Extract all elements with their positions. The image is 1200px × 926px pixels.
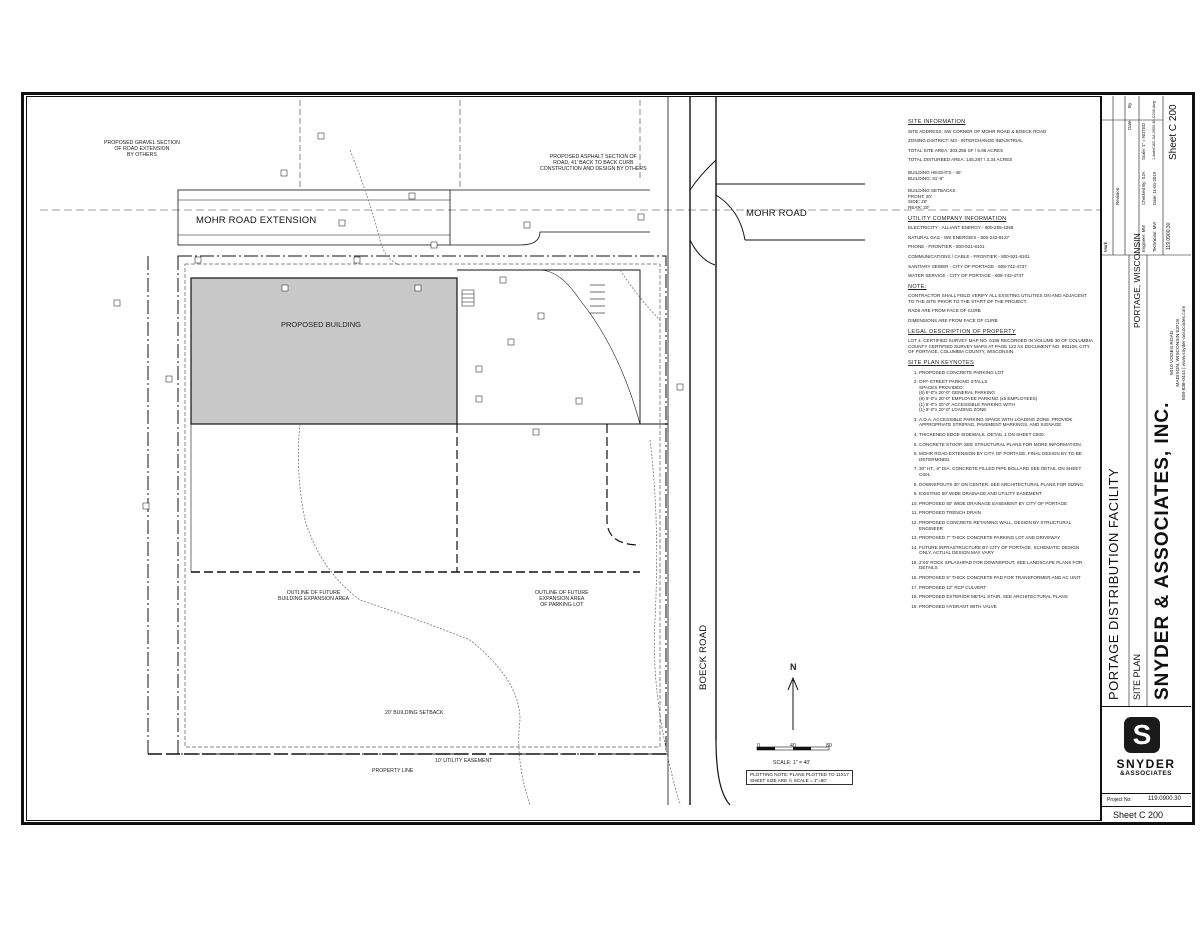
keynote: PROPOSED EXTERIOR METAL STAIR, SEE ARCHI… <box>919 594 1093 600</box>
utility-4: SANITARY SEWER - CITY OF PORTAGE - 608-7… <box>908 263 1027 269</box>
building-setbacks: BUILDING SETBACKS FRONT: 20' SIDE: 20' R… <box>908 188 956 210</box>
scale-tick-0: 0 <box>757 743 760 749</box>
utility-3: COMMUNICATIONS / CABLE - FRONTIER - 800-… <box>908 253 1030 259</box>
revision-by-header: By <box>1127 102 1132 108</box>
plan-border <box>26 96 1101 821</box>
north-arrow <box>787 676 799 730</box>
proposed-building <box>190 277 458 425</box>
keynote: OFF-STREET PARKING STALLS SPACES PROVIDE… <box>919 379 1093 413</box>
keynote: PROPOSED CONCRETE PARKING LOT <box>919 370 1093 376</box>
checked-by: Checked By: SJA <box>1141 171 1146 205</box>
site-info-1: ZONING DISTRICT: M3 - INTERCHANGE INDUST… <box>908 138 1023 144</box>
keynote: CONCRETE STOOP. SEE STRUCTURAL PLANS FOR… <box>919 442 1093 448</box>
keynote: PROPOSED CONCRETE RETAINING WALL, DESIGN… <box>919 520 1093 531</box>
keynote: MOHR ROAD EXTENSION BY CITY OF PORTAGE. … <box>919 451 1093 462</box>
notes-column: SITE INFORMATION SITE ADDRESS: SW CORNER… <box>908 114 1093 613</box>
firm-name: SNYDER & ASSOCIATES, INC. <box>1152 401 1173 700</box>
gravel-section-note: PROPOSED GRAVEL SECTION OF ROAD EXTENSIO… <box>104 140 180 159</box>
site-info-title: SITE INFORMATION <box>908 119 966 125</box>
keynote: A.D.A. ACCESSIBLE PARKING SPACE WITH LOA… <box>919 417 1093 428</box>
project-number-label: Project No: <box>1107 797 1132 803</box>
utility-0: ELECTRICITY - ALLIANT ENERGY - 800-255-4… <box>908 225 1014 231</box>
drawing-title: SITE PLAN <box>1132 653 1142 700</box>
keynote: PROPOSED TRENCH DRAIN <box>919 510 1093 516</box>
scale-tick-40: 40 <box>790 743 796 749</box>
north-label: N <box>790 662 797 672</box>
logo-subtitle: &ASSOCIATES <box>1120 770 1172 777</box>
revision-mark-header: Mark <box>1103 242 1108 252</box>
mohr-road-label: MOHR ROAD <box>746 208 807 219</box>
keynote: FUTURE INFRASTRUCTURE BY CITY OF PORTAGE… <box>919 545 1093 556</box>
property-line-note: PROPERTY LINE <box>372 768 414 774</box>
title-block <box>1101 96 1191 821</box>
boeck-road-label: BOECK ROAD <box>698 624 709 690</box>
mohr-road-extension-label: MOHR ROAD EXTENSION <box>196 215 317 226</box>
keynote: THICKENED EDGE SIDEWALK. DETAIL 1 ON SHE… <box>919 432 1093 438</box>
logo-area <box>1101 706 1191 794</box>
note-0: CONTRACTOR SHALL FIELD VERIFY ALL EXISTI… <box>908 293 1087 304</box>
technician: Technician: MW <box>1152 221 1157 252</box>
revision-date-header: Date <box>1127 120 1132 130</box>
plotting-note: PLOTTING NOTE: PLANS PLOTTED TO 11X17 SH… <box>746 770 853 786</box>
keynote: 30" HT., 6" DIA. CONCRETE FILLED PIPE BO… <box>919 466 1093 477</box>
sheet-vertical: Sheet C 200 <box>1168 104 1179 160</box>
note-title: NOTE: <box>908 283 927 290</box>
project-number: 119.0900.30 <box>1148 796 1181 802</box>
asphalt-section-note: PROPOSED ASPHALT SECTION OF ROAD, 41' BA… <box>540 154 647 173</box>
scale: Scale: 1" = NOTED <box>1141 123 1146 160</box>
engineer: Engineer: MW <box>1141 224 1146 252</box>
keynotes-list: PROPOSED CONCRETE PARKING LOT OFF-STREET… <box>908 370 1093 610</box>
setback-line <box>184 263 661 748</box>
mohr-road-extension <box>177 189 451 246</box>
keynote: EXISTING 50' WIDE DRAINAGE AND UTILITY E… <box>919 491 1093 497</box>
snyder-logo-icon: S <box>1124 717 1160 753</box>
sheet-number: Sheet C 200 <box>1101 806 1191 821</box>
legal-description: LOT 4, CERTIFIED SURVEY MAP NO. 6188 REC… <box>908 338 1093 355</box>
utility-5: WATER SERVICE - CITY OF PORTAGE - 608-74… <box>908 273 1024 279</box>
utility-1: NATURAL GAS - WE ENERGIES - 800-242-9137 <box>908 234 1010 240</box>
note-1: RADII ARE FROM FACE OF CURB <box>908 308 981 314</box>
keynote: PROPOSED 12" RCP CULVERT <box>919 585 1093 591</box>
scale-tick-80: 80 <box>826 743 832 749</box>
site-info-2: TOTAL SITE AREA: 303,256 SF / 6.96 ACRES <box>908 147 1004 153</box>
future-parking-note: OUTLINE OF FUTURE EXPANSION AREA OF PARK… <box>535 590 589 609</box>
file-name: 1-AutoCAD-SA-0900.30-C200.dwg <box>1152 101 1156 160</box>
revision-header: Revision <box>1115 187 1120 205</box>
drawing-sheet-border <box>21 92 1195 825</box>
project-title: PORTAGE DISTRIBUTION FACILITY <box>1106 467 1121 700</box>
setback-note: 20' BUILDING SETBACK <box>385 710 444 716</box>
keynote: DOWNSPOUTS 30' ON CENTER. SEE ARCHITECTU… <box>919 482 1093 488</box>
keynote: PROPOSED 50' WIDE DRAINAGE EASEMENT BY C… <box>919 501 1093 507</box>
future-building-note: OUTLINE OF FUTURE BUILDING EXPANSION ARE… <box>278 590 350 603</box>
utility-title: UTILITY COMPANY INFORMATION <box>908 215 1007 222</box>
scale-bar <box>756 746 830 751</box>
keynote: PROPOSED 5" THICK CONCRETE PAD FOR TRANS… <box>919 575 1093 581</box>
project-number-vertical: 119.0900.30 <box>1166 222 1172 250</box>
keynote: PROPOSED HYDRANT WITH VALVE <box>919 604 1093 610</box>
note-2: DIMENSIONS ARE FROM FACE OF CURB <box>908 318 998 324</box>
utility-easement-note: 10' UTILITY EASEMENT <box>435 758 493 764</box>
building-heights: BUILDING HEIGHTS - 45' BUILDING: 31'-6" <box>908 169 962 181</box>
keynotes-title: SITE PLAN KEYNOTES <box>908 360 975 367</box>
scale-label: SCALE: 1" = 40' <box>773 760 811 766</box>
utility-2: PHONE - FRONTIER - 800-921-8101 <box>908 244 985 250</box>
legal-title: LEGAL DESCRIPTION OF PROPERTY <box>908 328 1016 335</box>
date: Date: 11-01-2019 <box>1152 171 1157 205</box>
site-info-3: TOTAL DISTURBED AREA: 145,287 / 3.34 ACR… <box>908 157 1013 163</box>
logo-name: SNYDER <box>1116 757 1176 771</box>
property-boundary <box>177 255 667 755</box>
building-label: PROPOSED BUILDING <box>281 320 362 329</box>
firm-address: 5010 VOGES ROAD MADISON, WISCONSIN 53718… <box>1170 305 1187 400</box>
site-info-0: SITE ADDRESS: SW CORNER OF MOHR ROAD & B… <box>908 128 1047 134</box>
keynote: PROPOSED 7" THICK CONCRETE PARKING LOT A… <box>919 535 1093 541</box>
keynote: 2'X6' ROCK SPLASHPAD FOR DOWNSPOUT, SEE … <box>919 560 1093 571</box>
